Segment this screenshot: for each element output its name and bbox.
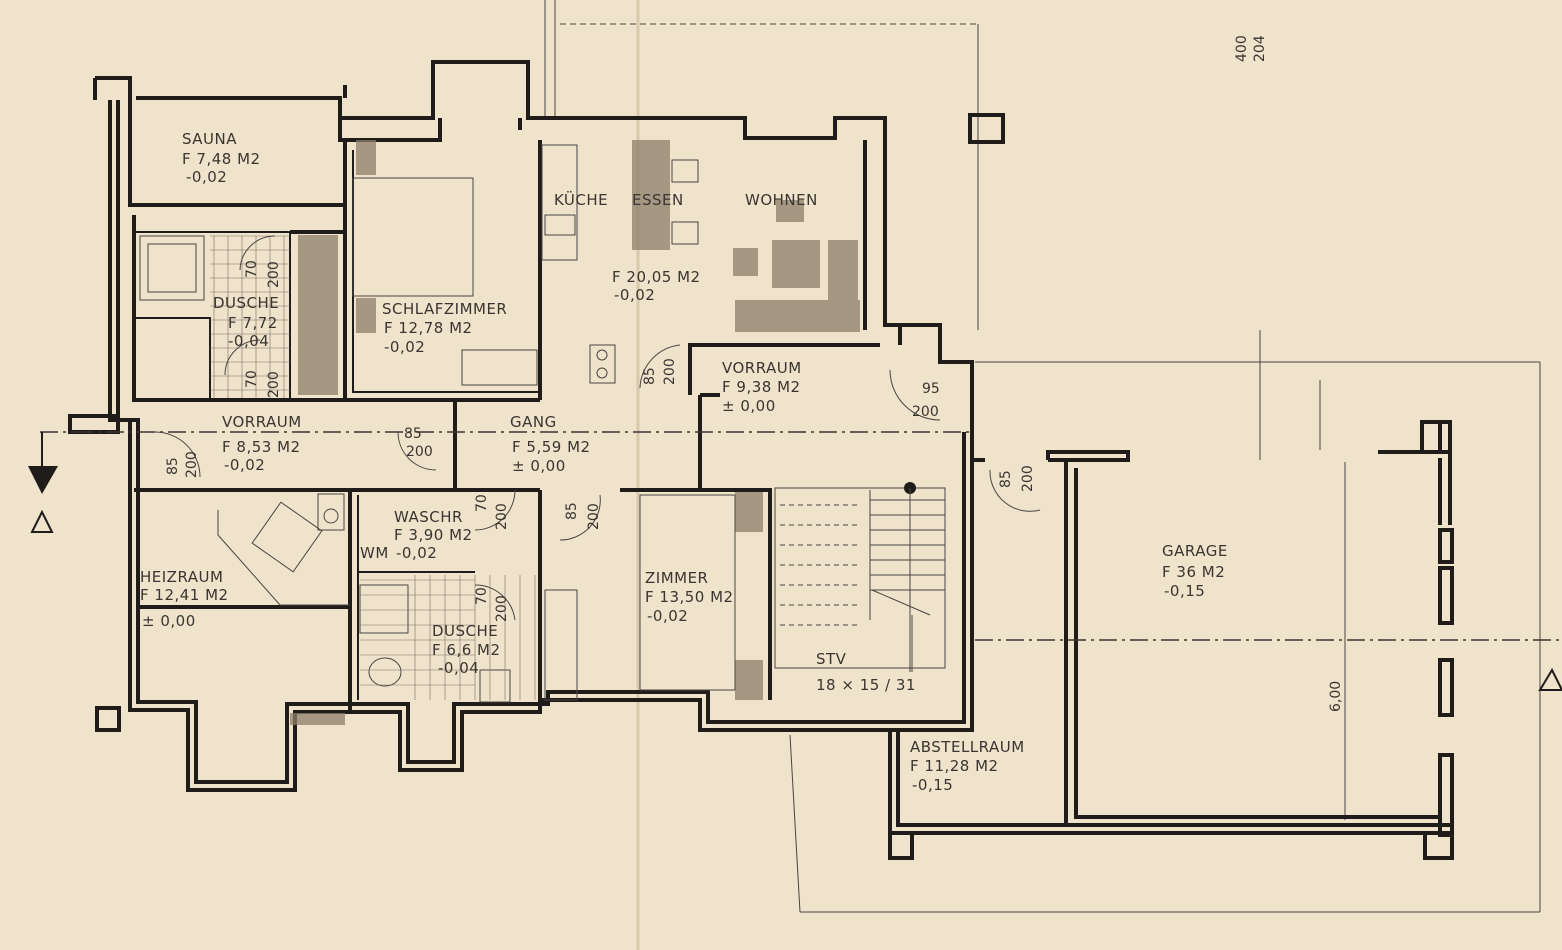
hatched-elements xyxy=(290,140,860,725)
room-abstellraum-area: F 11,28 M2 xyxy=(910,757,999,775)
room-heizraum: HEIZRAUM F 12,41 M2 ± 0,00 xyxy=(140,568,229,630)
room-sauna-area: F 7,48 M2 xyxy=(182,150,261,168)
room-garage-area: F 36 M2 xyxy=(1162,563,1225,581)
room-zimmer-area: F 13,50 M2 xyxy=(645,588,734,606)
room-sauna-name: SAUNA xyxy=(182,130,237,148)
room-schlafzimmer: SCHLAFZIMMER F 12,78 M2 -0,02 xyxy=(382,300,507,356)
stair xyxy=(774,482,946,672)
room-kueche-essen-wohnen: KÜCHE ESSEN WOHNEN F 20,05 M2 -0,02 xyxy=(554,190,818,304)
house-walls xyxy=(68,60,1005,792)
dim-85-c: 85 xyxy=(642,367,658,385)
room-kueche-level: -0,02 xyxy=(614,286,655,304)
dim-200-h: 200 xyxy=(494,503,510,530)
room-schlafzimmer-name: SCHLAFZIMMER xyxy=(382,300,507,318)
room-vorraum-2-level: ± 0,00 xyxy=(722,397,776,415)
axis-lines xyxy=(40,431,1560,641)
dim-70-c: 70 xyxy=(474,494,490,512)
room-vorraum-1-area: F 8,53 M2 xyxy=(222,438,301,456)
room-dusche-1: DUSCHE F 7,72 -0,04 xyxy=(213,294,279,350)
dim-400: 400 xyxy=(1234,35,1250,62)
room-dusche-1-name: DUSCHE xyxy=(213,294,279,312)
room-sauna: SAUNA F 7,48 M2 -0,02 xyxy=(182,130,261,186)
room-heizraum-name: HEIZRAUM xyxy=(140,568,223,586)
room-vorraum-1-name: VORRAUM xyxy=(222,413,302,431)
room-dusche-2-area: F 6,6 M2 xyxy=(432,641,501,659)
interior-walls xyxy=(132,140,940,710)
room-stv: STV 18 × 15 / 31 xyxy=(816,650,916,694)
dim-200-f: 200 xyxy=(912,404,939,420)
dim-600: 6,00 xyxy=(1328,681,1344,712)
dim-204: 204 xyxy=(1252,35,1268,62)
room-gang: GANG F 5,59 M2 ± 0,00 xyxy=(510,413,591,475)
dim-85-e: 85 xyxy=(564,502,580,520)
room-abstellraum-level: -0,15 xyxy=(912,776,953,794)
dim-70-a: 70 xyxy=(244,260,260,278)
room-stv-name: STV xyxy=(816,650,847,668)
room-garage: GARAGE F 36 M2 -0,15 xyxy=(1162,542,1228,600)
dim-200-d: 200 xyxy=(406,444,433,460)
room-waschr-wm: WM xyxy=(360,544,389,562)
dimension-labels: 400 204 70 200 70 200 85 200 85 200 85 2… xyxy=(165,35,1344,712)
room-dusche-1-area: F 7,72 xyxy=(228,314,278,332)
dim-200-a: 200 xyxy=(266,261,282,288)
room-schlafzimmer-level: -0,02 xyxy=(384,338,425,356)
room-waschr: WASCHR F 3,90 M2 WM -0,02 xyxy=(360,508,473,562)
room-dusche-2-level: -0,04 xyxy=(438,659,479,677)
room-zimmer-level: -0,02 xyxy=(647,607,688,625)
room-garage-level: -0,15 xyxy=(1164,582,1205,600)
room-dusche-2: DUSCHE F 6,6 M2 -0,04 xyxy=(432,622,501,677)
room-zimmer: ZIMMER F 13,50 M2 -0,02 xyxy=(645,569,734,625)
room-heizraum-area: F 12,41 M2 xyxy=(140,586,229,604)
room-dusche-1-level: -0,04 xyxy=(228,332,269,350)
dim-85-b: 85 xyxy=(404,426,422,442)
room-sauna-level: -0,02 xyxy=(186,168,227,186)
dim-200-i: 200 xyxy=(586,503,602,530)
dim-200-e: 200 xyxy=(662,358,678,385)
room-kueche-name: KÜCHE xyxy=(554,190,608,209)
room-vorraum-2: VORRAUM F 9,38 M2 ± 0,00 xyxy=(722,359,802,415)
room-vorraum-1: VORRAUM F 8,53 M2 -0,02 xyxy=(222,413,302,474)
room-waschr-name: WASCHR xyxy=(394,508,463,526)
dim-95: 95 xyxy=(922,381,940,397)
room-heizraum-level: ± 0,00 xyxy=(142,612,196,630)
section-marker-left xyxy=(28,432,58,533)
dim-200-g: 200 xyxy=(1020,465,1036,492)
room-gang-level: ± 0,00 xyxy=(512,457,566,475)
room-dusche-2-name: DUSCHE xyxy=(432,622,498,640)
room-abstellraum: ABSTELLRAUM F 11,28 M2 -0,15 xyxy=(910,738,1025,794)
section-marker-right xyxy=(1538,667,1562,691)
furniture xyxy=(139,144,736,703)
room-stv-spec: 18 × 15 / 31 xyxy=(816,676,916,694)
room-vorraum-2-name: VORRAUM xyxy=(722,359,802,377)
garage-walls xyxy=(888,420,1454,860)
room-gang-name: GANG xyxy=(510,413,557,431)
dim-200-b: 200 xyxy=(266,371,282,398)
room-wohnen-name: WOHNEN xyxy=(745,191,818,209)
dim-200-j: 200 xyxy=(494,595,510,622)
room-garage-name: GARAGE xyxy=(1162,542,1228,560)
dim-85-a: 85 xyxy=(165,457,181,475)
room-abstellraum-name: ABSTELLRAUM xyxy=(910,738,1025,756)
room-zimmer-name: ZIMMER xyxy=(645,569,708,587)
dim-85-d: 85 xyxy=(998,470,1014,488)
site-lines xyxy=(544,0,1541,913)
room-essen-name: ESSEN xyxy=(632,191,684,209)
dim-70-b: 70 xyxy=(244,370,260,388)
dim-70-d: 70 xyxy=(474,587,490,605)
tile-pattern xyxy=(210,235,536,700)
room-gang-area: F 5,59 M2 xyxy=(512,438,591,456)
room-vorraum-1-level: -0,02 xyxy=(224,456,265,474)
room-kueche-area: F 20,05 M2 xyxy=(612,268,701,286)
dim-200-c: 200 xyxy=(184,451,200,478)
room-vorraum-2-area: F 9,38 M2 xyxy=(722,378,801,396)
room-waschr-level: -0,02 xyxy=(396,544,437,562)
room-schlafzimmer-area: F 12,78 M2 xyxy=(384,319,473,337)
door-swings xyxy=(154,235,1041,621)
room-waschr-area: F 3,90 M2 xyxy=(394,526,473,544)
